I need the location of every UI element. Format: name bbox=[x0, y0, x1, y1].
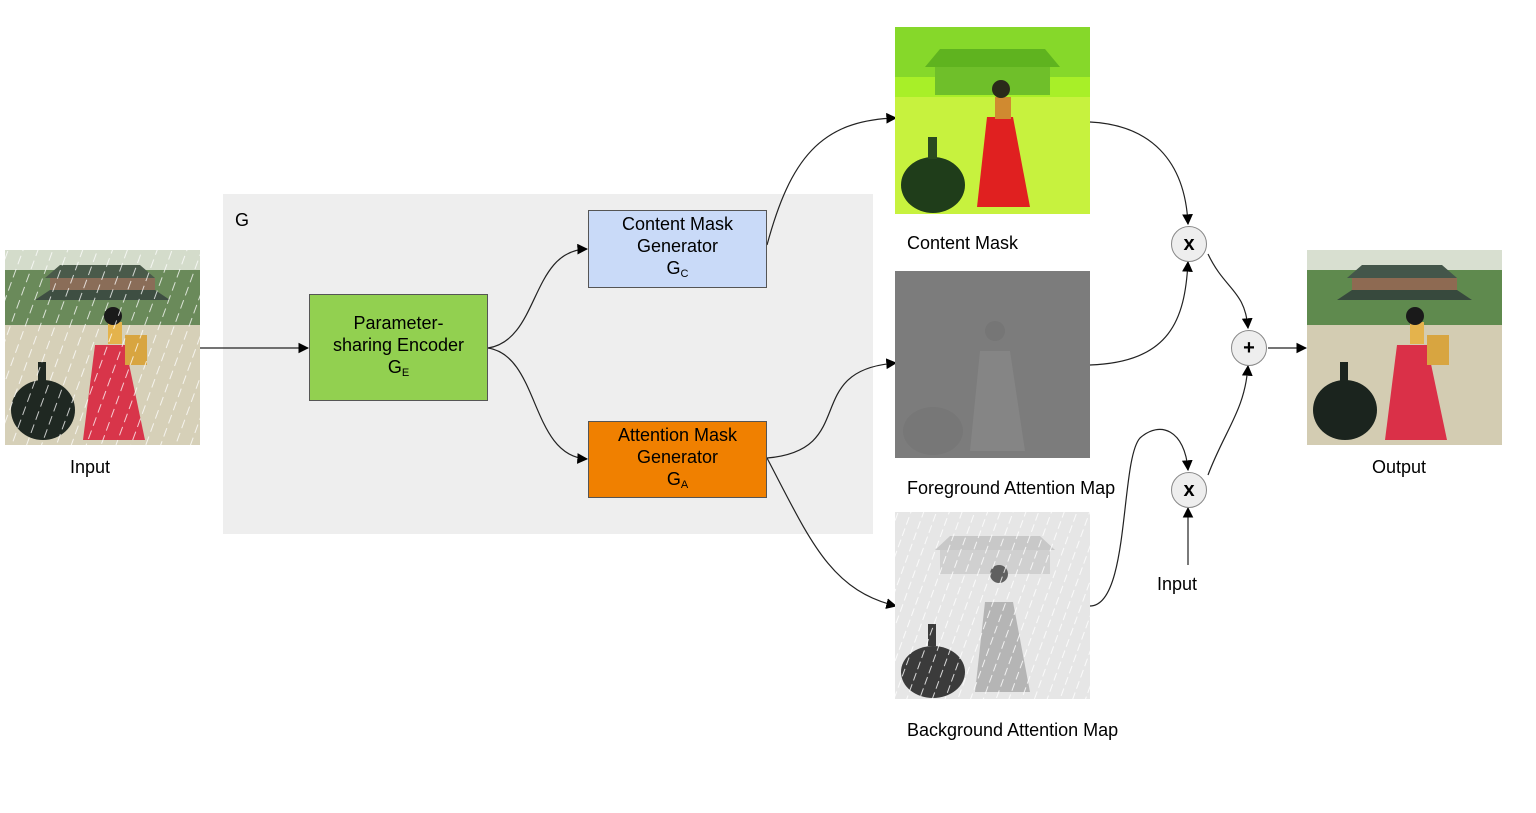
encoder-to-content-arrow bbox=[487, 243, 589, 349]
attention-to-background-arrow bbox=[766, 457, 898, 609]
foreground-to-multiply-arrow bbox=[1089, 260, 1193, 366]
output-image bbox=[1307, 250, 1502, 445]
encoder-to-attention-arrow bbox=[487, 347, 589, 464]
foreground-attention-map-image bbox=[895, 271, 1090, 458]
attention-gen-symbol: GA bbox=[666, 468, 689, 491]
input-small-label: Input bbox=[1157, 574, 1198, 594]
input-label: Input bbox=[70, 457, 111, 477]
multiply-operator-top: x bbox=[1171, 226, 1207, 262]
content-gen-symbol: GC bbox=[666, 258, 689, 280]
encoder-symbol: GE bbox=[387, 356, 410, 379]
foreground-map-label: Foreground Attention Map bbox=[907, 478, 1116, 498]
background-attention-map-image bbox=[895, 512, 1090, 699]
multiply1-to-add-arrow bbox=[1207, 253, 1253, 330]
attention-mask-generator: Attention Mask Generator GA bbox=[588, 421, 767, 498]
background-map-label: Background Attention Map bbox=[907, 720, 1119, 740]
content-gen-line1: Content Mask bbox=[621, 214, 734, 234]
add-operator: + bbox=[1231, 330, 1267, 366]
content-gen-line2: Generator bbox=[636, 236, 719, 256]
content-mask-image bbox=[895, 27, 1090, 214]
multiply-operator-bottom: x bbox=[1171, 472, 1207, 508]
output-label: Output bbox=[1372, 457, 1427, 477]
input-image bbox=[5, 250, 200, 445]
attention-gen-line1: Attention Mask bbox=[617, 424, 738, 445]
encoder-line1: Parameter- bbox=[353, 312, 444, 333]
content-mask-generator: Content Mask Generator GC bbox=[588, 210, 767, 288]
multiply2-to-add-arrow bbox=[1207, 364, 1253, 476]
attention-to-foreground-arrow bbox=[766, 358, 898, 459]
group-label: G bbox=[235, 210, 250, 230]
mask-to-multiply-arrow bbox=[1089, 121, 1193, 226]
encoder-line2: sharing Encoder bbox=[332, 334, 465, 355]
parameter-sharing-encoder: Parameter- sharing Encoder GE bbox=[309, 294, 488, 401]
content-gen-to-mask-arrow bbox=[766, 112, 898, 246]
content-mask-label: Content Mask bbox=[907, 233, 1019, 253]
background-to-multiply-arrow bbox=[1089, 428, 1193, 607]
attention-gen-line2: Generator bbox=[636, 446, 719, 467]
